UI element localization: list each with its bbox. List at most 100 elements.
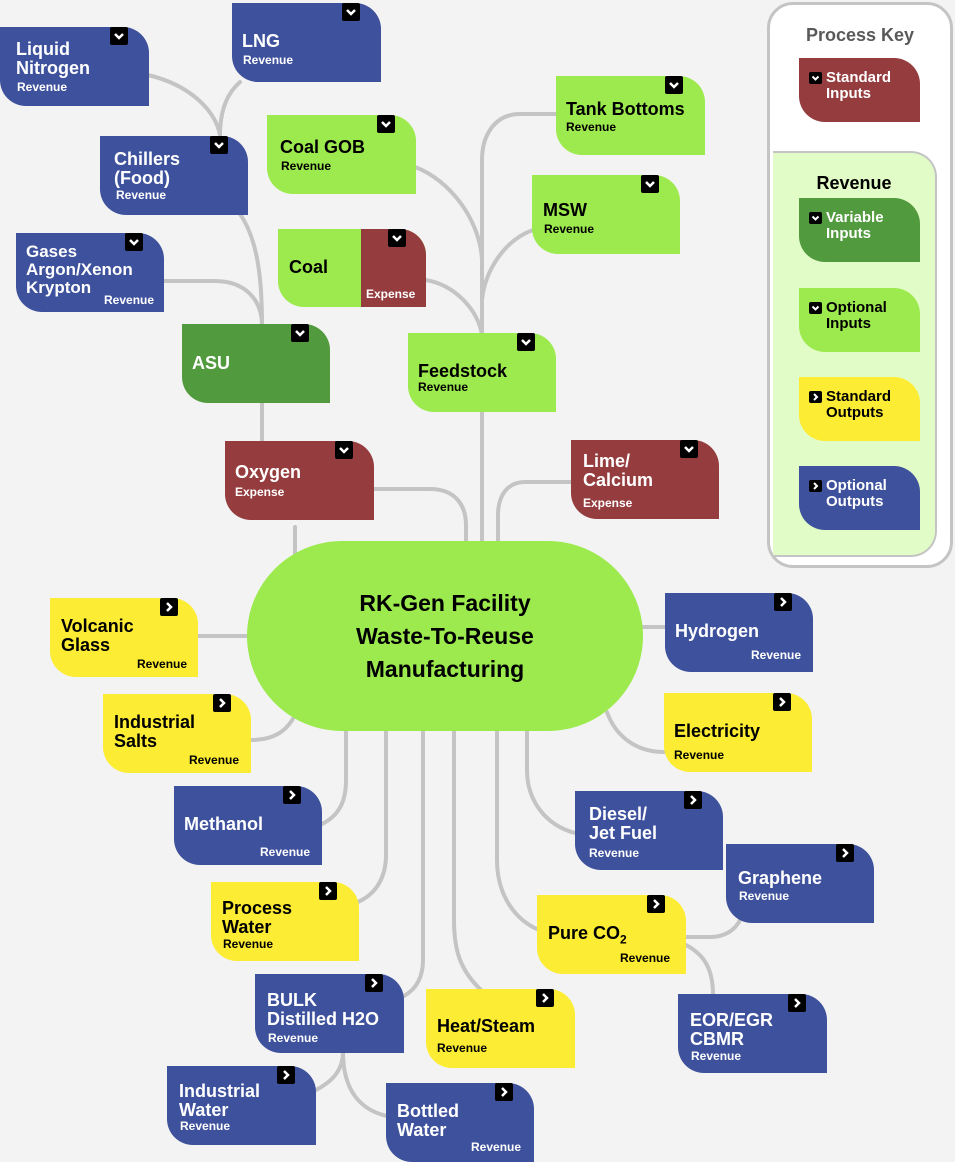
chevron-down-icon[interactable]: [665, 76, 683, 94]
node-title: Heat/Steam: [437, 1016, 536, 1036]
node-coal[interactable]: Coal Expense: [278, 229, 426, 307]
node-subtitle: Revenue: [180, 1119, 231, 1133]
node-asu[interactable]: ASU: [182, 324, 330, 403]
node-subtitle: Revenue: [691, 1049, 742, 1063]
node-subtitle: Revenue: [223, 937, 274, 951]
chevron-down-icon: [809, 212, 822, 224]
chevron-right-icon[interactable]: [773, 693, 791, 711]
node-title: Feedstock: [418, 361, 508, 381]
node-graphene[interactable]: Graphene Revenue: [726, 844, 874, 923]
co2-text: Pure CO: [548, 923, 621, 943]
node-eor-egr-cbmr[interactable]: EOR/EGR CBMR Revenue: [678, 994, 827, 1073]
chevron-right-icon[interactable]: [277, 1066, 295, 1084]
node-electricity[interactable]: Electricity Revenue: [664, 693, 812, 772]
node-subtitle: Revenue: [589, 846, 640, 860]
connector-graphene: [684, 918, 742, 939]
key-variable-inputs: Variable Inputs: [799, 198, 920, 262]
connector-msw: [480, 228, 535, 302]
chevron-down-icon[interactable]: [335, 441, 353, 459]
node-title: Tank Bottoms: [566, 99, 685, 119]
chevron-down-icon[interactable]: [388, 229, 406, 247]
chevron-down-icon[interactable]: [680, 440, 698, 458]
chevron-right-icon[interactable]: [684, 791, 702, 809]
node-pure-co2[interactable]: Pure CO2 Revenue: [537, 895, 686, 974]
node-msw[interactable]: MSW Revenue: [532, 175, 680, 254]
node-title: Gases Argon/Xenon Krypton: [26, 242, 133, 297]
chevron-right-icon[interactable]: [788, 994, 806, 1012]
chevron-down-icon: [809, 72, 822, 84]
node-subtitle: Revenue: [674, 748, 725, 762]
node-diesel-jet-fuel[interactable]: Diesel/ Jet Fuel Revenue: [575, 791, 723, 870]
node-title: Graphene: [738, 868, 823, 888]
process-key-title: Process Key: [805, 25, 915, 45]
node-subtitle: Revenue: [739, 889, 790, 903]
node-subtitle: Revenue: [268, 1031, 319, 1045]
connector-pure-co2: [495, 728, 541, 932]
node-title: Electricity: [674, 721, 761, 741]
node-title: Industrial Salts: [114, 712, 196, 751]
connector-electricity: [605, 710, 666, 754]
chevron-right-icon: [809, 480, 822, 492]
node-subtitle: Revenue: [260, 845, 311, 859]
chevron-down-icon[interactable]: [641, 175, 659, 193]
facility-title-line: RK-Gen Facility: [359, 589, 531, 616]
chevron-right-icon[interactable]: [774, 593, 792, 611]
node-tank-bottoms[interactable]: Tank Bottoms Revenue: [556, 76, 705, 155]
chevron-right-icon: [809, 391, 822, 403]
chevron-down-icon[interactable]: [110, 27, 128, 45]
node-oxygen[interactable]: Oxygen Expense: [225, 441, 374, 520]
connector-tank-bottoms: [480, 112, 558, 337]
facility-title: RK-Gen Facility Waste-To-Reuse Manufactu…: [356, 587, 534, 686]
connector-lime: [496, 480, 573, 545]
chevron-down-icon[interactable]: [342, 3, 360, 21]
node-lime-calcium[interactable]: Lime/ Calcium Expense: [571, 440, 719, 519]
node-coal-gob[interactable]: Coal GOB Revenue: [267, 115, 416, 194]
node-process-water[interactable]: Process Water Revenue: [211, 882, 359, 961]
node-industrial-salts[interactable]: Industrial Salts Revenue: [103, 694, 251, 773]
key-label: Optional Outputs: [826, 477, 887, 510]
chevron-down-icon[interactable]: [125, 233, 143, 251]
chevron-right-icon[interactable]: [319, 882, 337, 900]
chevron-right-icon[interactable]: [495, 1083, 513, 1101]
node-chillers[interactable]: Chillers (Food) Revenue: [100, 136, 248, 215]
chevron-right-icon[interactable]: [160, 598, 178, 616]
connector-industrial-salts: [249, 713, 297, 742]
chevron-down-icon[interactable]: [517, 333, 535, 351]
node-subtitle: Expense: [366, 287, 416, 301]
node-volcanic-glass[interactable]: Volcanic Glass Revenue: [50, 598, 198, 677]
chevron-down-icon: [809, 302, 822, 314]
connector-process-water: [356, 728, 388, 904]
node-feedstock[interactable]: Feedstock Revenue: [408, 333, 556, 412]
node-title: BULK Distilled H2O: [267, 990, 380, 1029]
chevron-right-icon[interactable]: [283, 786, 301, 804]
connector-coal: [424, 278, 484, 337]
chevron-right-icon[interactable]: [536, 989, 554, 1007]
node-liquid-nitrogen[interactable]: Liquid Nitrogen Revenue: [0, 27, 149, 106]
node-title: Hydrogen: [675, 621, 760, 641]
node-title: LNG: [242, 31, 280, 51]
node-heat-steam[interactable]: Heat/Steam Revenue: [426, 989, 575, 1068]
node-hydrogen[interactable]: Hydrogen Revenue: [665, 593, 813, 672]
node-industrial-water[interactable]: Industrial Water Revenue: [167, 1066, 316, 1145]
chevron-down-icon[interactable]: [291, 324, 309, 342]
connector-oxygen-hub: [370, 487, 468, 545]
chevron-right-icon[interactable]: [213, 694, 231, 712]
central-facility-node[interactable]: RK-Gen Facility Waste-To-Reuse Manufactu…: [247, 541, 643, 731]
chevron-down-icon[interactable]: [377, 115, 395, 133]
node-subtitle: Revenue: [437, 1041, 488, 1055]
node-subtitle: Expense: [583, 496, 633, 510]
node-bottled-water[interactable]: Bottled Water Revenue: [386, 1083, 534, 1162]
node-lng[interactable]: LNG Revenue: [232, 3, 381, 82]
chevron-right-icon[interactable]: [365, 974, 383, 992]
chevron-right-icon[interactable]: [836, 844, 854, 862]
node-bulk-distilled-h2o[interactable]: BULK Distilled H2O Revenue: [255, 974, 404, 1053]
chevron-down-icon[interactable]: [210, 136, 228, 154]
node-methanol[interactable]: Methanol Revenue: [174, 786, 322, 865]
chevron-right-icon[interactable]: [647, 895, 665, 913]
connector-heat: [452, 728, 483, 992]
key-standard-inputs: Standard Inputs: [799, 58, 920, 122]
node-gases[interactable]: Gases Argon/Xenon Krypton Revenue: [16, 233, 164, 312]
node-title: Bottled Water: [397, 1101, 459, 1140]
connector-coal-gob: [413, 165, 484, 262]
co2-subscript: 2: [620, 932, 627, 947]
